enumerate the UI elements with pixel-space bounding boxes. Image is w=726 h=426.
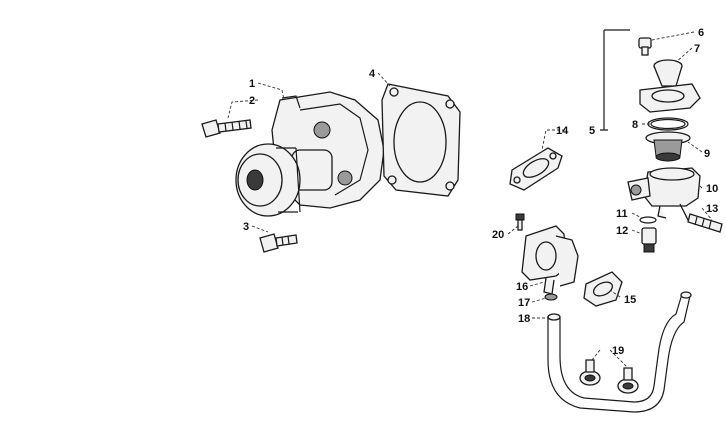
clamps-19 (579, 359, 639, 394)
bolt-13 (687, 213, 723, 233)
callout-15: 15 (624, 294, 636, 306)
gasket-4 (381, 83, 461, 197)
o-ring-11 (639, 216, 657, 224)
o-ring-8 (647, 117, 689, 131)
hose-18 (547, 291, 692, 413)
callout-5: 5 (589, 125, 595, 137)
callout-7: 7 (694, 43, 700, 55)
callout-8: 8 (632, 119, 638, 131)
callout-20: 20 (492, 229, 504, 241)
pump-pulley (235, 143, 301, 217)
callout-6: 6 (698, 27, 704, 39)
callout-9: 9 (704, 148, 710, 160)
sensor-12 (641, 227, 657, 253)
callout-2: 2 (249, 95, 255, 107)
callout-19: 19 (612, 345, 624, 357)
clamp-17 (544, 293, 558, 301)
callout-13: 13 (706, 203, 718, 215)
callout-labels: 1 2 3 4 5 6 7 8 9 10 11 12 13 14 15 16 1… (243, 27, 718, 357)
callout-10: 10 (706, 183, 718, 195)
callout-14: 14 (556, 125, 569, 137)
bolt-2 (201, 119, 252, 138)
callout-11: 11 (616, 208, 628, 220)
callout-4: 4 (369, 68, 376, 80)
bolt-20 (515, 213, 525, 231)
callout-18: 18 (518, 313, 530, 325)
bolt-3 (259, 233, 298, 253)
leader-lines (227, 29, 713, 369)
elbow-16 (521, 225, 579, 295)
thermostat-housing-10 (627, 167, 701, 223)
callout-12: 12 (616, 225, 628, 237)
callout-3: 3 (243, 221, 249, 233)
gasket-15 (583, 271, 623, 307)
gasket-14 (509, 147, 563, 191)
housing-cover-7 (639, 59, 701, 113)
thermostat-9 (645, 131, 691, 162)
callout-1: 1 (249, 78, 255, 90)
bolt-6 (638, 37, 652, 56)
callout-17: 17 (518, 297, 530, 309)
callout-16: 16 (516, 281, 528, 293)
